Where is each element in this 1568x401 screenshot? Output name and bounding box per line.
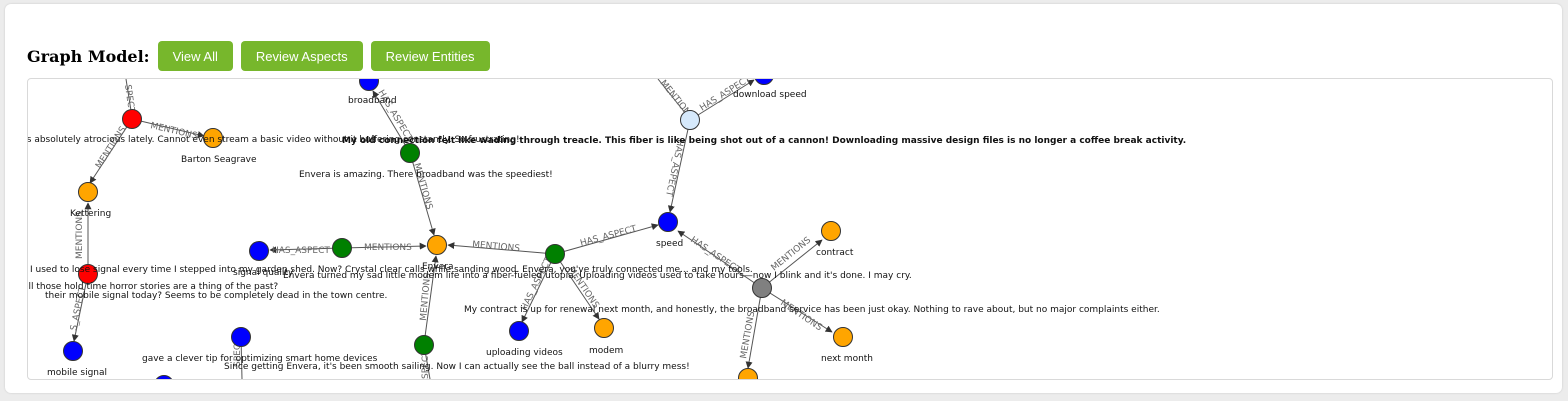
node-label: gave a clever tip for optimizing smart h… [142,354,378,364]
edge [745,287,763,369]
edge-label: MENTIONS [75,211,85,259]
node-label: Envera turned my sad little modem life i… [283,271,912,281]
edge-label: MENTIONS [94,125,129,171]
aspect-node[interactable] [754,79,774,85]
node-label: Envera [422,262,453,272]
entity-node[interactable] [427,235,447,255]
edge [521,253,556,323]
edge [761,239,823,289]
edge [554,253,600,320]
edge [677,230,763,289]
edge-label: SPECT [233,338,243,367]
edge [761,287,833,333]
selected-review-node[interactable] [680,110,700,130]
node-label: speed [656,239,683,249]
graph-svg[interactable]: SPECT MENTIONS MENTIONS MENTIONS S_ASPEC… [28,79,1552,379]
node-label: signal quality [233,268,294,278]
node-label: contract [816,248,854,258]
edge-label: MENTIONS [472,240,521,254]
edge [423,255,439,345]
graph-model-title: Graph Model: [27,46,150,66]
graph-edge-labels: SPECT MENTIONS MENTIONS MENTIONS S_ASPEC… [69,79,824,379]
review-node[interactable] [400,143,420,163]
edge [341,242,427,250]
edge-label: HAS_ASPECT [579,224,638,249]
node-label: Envera is amazing. There broadband was t… [299,170,553,180]
review-node[interactable] [122,109,142,129]
edge-label: MENTIONS [770,235,814,273]
graph-node-labels: ng is absolutely atrocious lately. Canno… [28,90,1186,378]
review-node[interactable] [78,264,98,284]
graph-nodes[interactable] [63,79,853,380]
review-aspects-button[interactable]: Review Aspects [240,41,363,71]
aspect-node[interactable] [231,327,251,347]
aspect-node[interactable] [249,241,269,261]
node-label: My contract is up for renewal next month… [464,305,1160,315]
entity-node[interactable] [833,327,853,347]
edge [447,242,556,255]
entity-node[interactable] [821,221,841,241]
node-label: mobile signal [47,368,107,378]
review-node[interactable] [332,238,352,258]
aspect-node[interactable] [63,341,83,361]
graph-canvas[interactable]: SPECT MENTIONS MENTIONS MENTIONS S_ASPEC… [27,78,1553,380]
edge-label: MENTIONS [364,243,412,253]
node-label: download speed [733,90,807,100]
aspect-node[interactable] [155,375,174,380]
aspect-node[interactable] [509,321,529,341]
edge [131,118,205,138]
graph-card: Graph Model: View All Review Aspects Rev… [5,4,1562,393]
entity-node[interactable] [738,368,758,380]
entity-node[interactable] [78,182,98,202]
entity-node[interactable] [594,318,614,338]
edge [372,90,411,154]
aspect-node[interactable] [359,79,379,91]
graph-edges [71,79,833,379]
edge [89,118,133,184]
edge [667,119,691,213]
edge-label: MENTIONS [778,298,824,333]
review-entities-button[interactable]: Review Entities [370,41,490,71]
review-node[interactable] [414,335,434,355]
edge [689,79,755,121]
edge-label: SPECT [421,350,431,379]
node-label: I used to lose signal every time I stepp… [30,265,753,275]
review-node[interactable] [545,244,565,264]
edge-label: SPECT [122,84,136,114]
edge [554,223,659,255]
edge-label: MENTIONS [739,310,757,359]
view-all-button[interactable]: View All [157,41,233,71]
node-label: Kettering [70,209,111,219]
node-label: next month [821,354,873,364]
neutral-review-node[interactable] [752,278,772,298]
node-label: their mobile signal today? Seems to be c… [45,291,387,301]
edge-label: HAS_ASPECT [272,246,330,256]
node-label: modem [589,346,623,356]
node-label: My old connection felt like wading throu… [342,136,1186,146]
edge-label: MENTIONS [419,272,433,321]
edge-label: HAS_ASPECT [520,255,555,312]
edge [71,273,89,342]
toolbar: Graph Model: View All Review Aspects Rev… [27,41,498,71]
node-label: all those hold time horror stories are a… [28,282,278,292]
edge-label: HAS_ASPECT [663,138,685,197]
node-label: uploading videos [486,348,563,358]
node-label: Since getting Envera, it's been smooth s… [224,362,690,372]
node-label: Barton Seagrave [181,155,257,165]
edge [409,152,436,236]
entity-node[interactable] [203,128,223,148]
node-label: ng is absolutely atrocious lately. Canno… [28,135,520,145]
aspect-node[interactable] [658,212,678,232]
edge [269,246,343,254]
node-label: broadband [348,96,397,106]
